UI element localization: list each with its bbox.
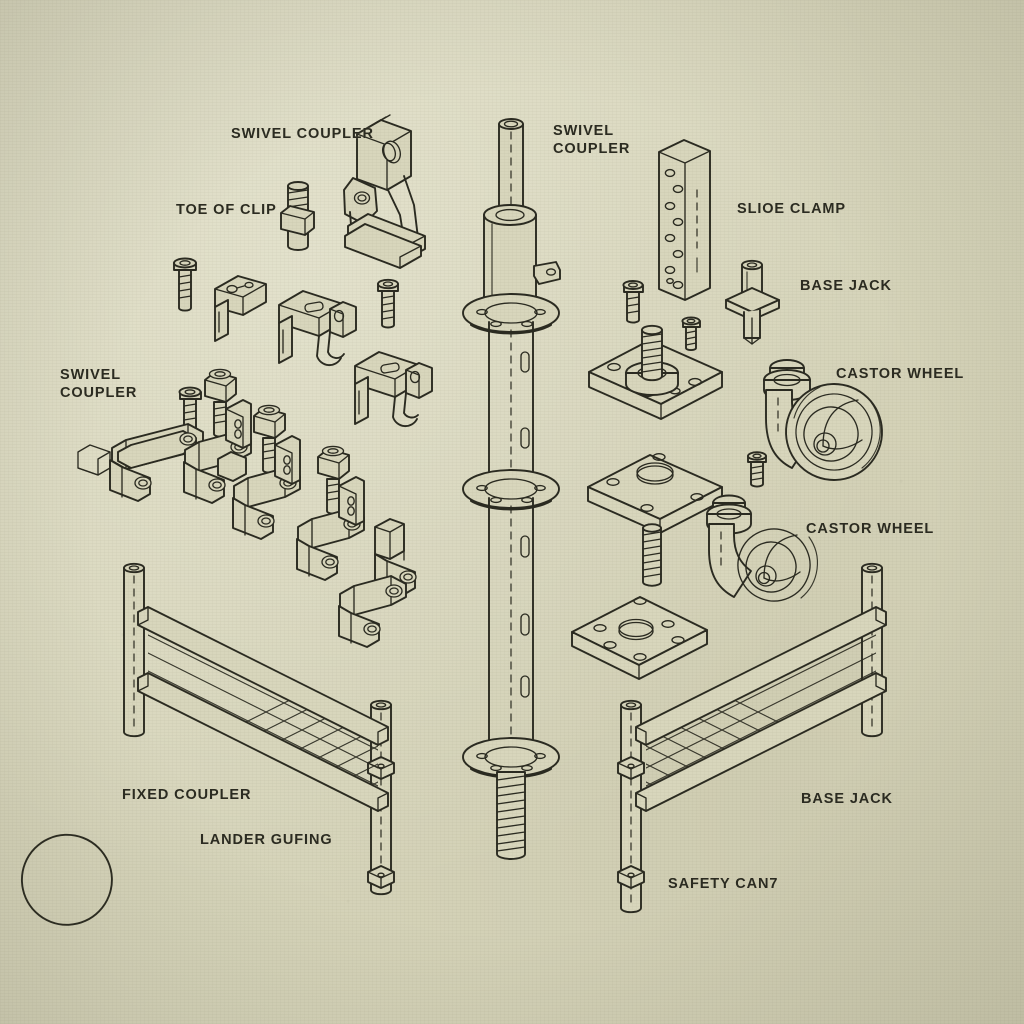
label-safety-cant: SAFETY CAN7 — [668, 876, 779, 892]
base-plate-plain-middle — [587, 453, 723, 534]
swivel-coupler-cascade-5 — [338, 518, 417, 648]
base-plate-with-jack — [588, 324, 723, 420]
standard-tube-lower — [488, 497, 534, 758]
swivel-coupler-cascade-2 — [183, 368, 252, 504]
label-castor-wheel-lower: CASTOR WHEEL — [806, 521, 935, 537]
bolt-socket-right-small — [681, 316, 701, 352]
toe-clip-bracket-2 — [278, 290, 357, 367]
label-slide-clamp: SLIOE CLAMP — [737, 201, 846, 217]
bolt-threaded-long-upper — [280, 181, 315, 251]
central-standard-post — [462, 118, 561, 860]
castor-wheel-lower — [20, 494, 818, 926]
toe-clip-bracket-3 — [354, 351, 433, 428]
label-lander-gufing: LANDER GUFING — [200, 832, 333, 848]
guard-rail-panel-right — [617, 562, 887, 914]
bolt-socket-right-mid — [747, 451, 767, 488]
label-swivel-coupler-mid: SWIVEL COUPLER — [553, 123, 631, 157]
bolt-socket-right-upper — [622, 280, 644, 324]
toe-clip-bracket-1 — [214, 275, 267, 342]
label-castor-wheel-upper: CASTOR WHEEL — [836, 366, 965, 382]
guard-post-left — [123, 562, 145, 738]
bolt-socket-small-midtop — [377, 278, 399, 329]
label-base-jack-right: BASE JACK — [800, 278, 892, 294]
bolt-socket-small-upperleft — [173, 257, 197, 312]
swivel-coupler-cascade-4 — [296, 445, 365, 581]
rosette-flange-top — [462, 293, 560, 335]
castor-wheel-upper — [763, 359, 883, 481]
label-toe-of-clip: TOE OF CLIP — [176, 202, 277, 218]
swivel-coupler-cascade-1 — [77, 386, 204, 502]
base-jack-small — [725, 259, 780, 345]
slide-clamp-plate — [658, 139, 711, 301]
threaded-foot — [496, 771, 526, 860]
label-base-jack-bottom: BASE JACK — [801, 791, 893, 807]
guard-post-right-near — [617, 699, 645, 914]
swivel-coupler-cascade-3 — [232, 404, 301, 540]
label-swivel-coupler-top: SWIVEL COUPLER — [231, 126, 374, 142]
label-fixed-coupler: FIXED COUPLER — [122, 787, 252, 803]
rosette-flange-middle — [462, 469, 560, 511]
label-swivel-coupler-left: SWIVEL COUPLER — [60, 367, 138, 401]
standard-tube-upper — [488, 321, 534, 490]
guard-rail-panel-left — [123, 562, 395, 896]
base-plate-bottom — [571, 596, 708, 680]
swivel-coupler-upper-assembly — [343, 114, 426, 269]
threaded-rod-lower — [642, 523, 662, 587]
collar-side-lug — [533, 261, 561, 285]
guard-post-right-far — [861, 562, 883, 738]
rosette-flange-bottom — [462, 737, 560, 779]
